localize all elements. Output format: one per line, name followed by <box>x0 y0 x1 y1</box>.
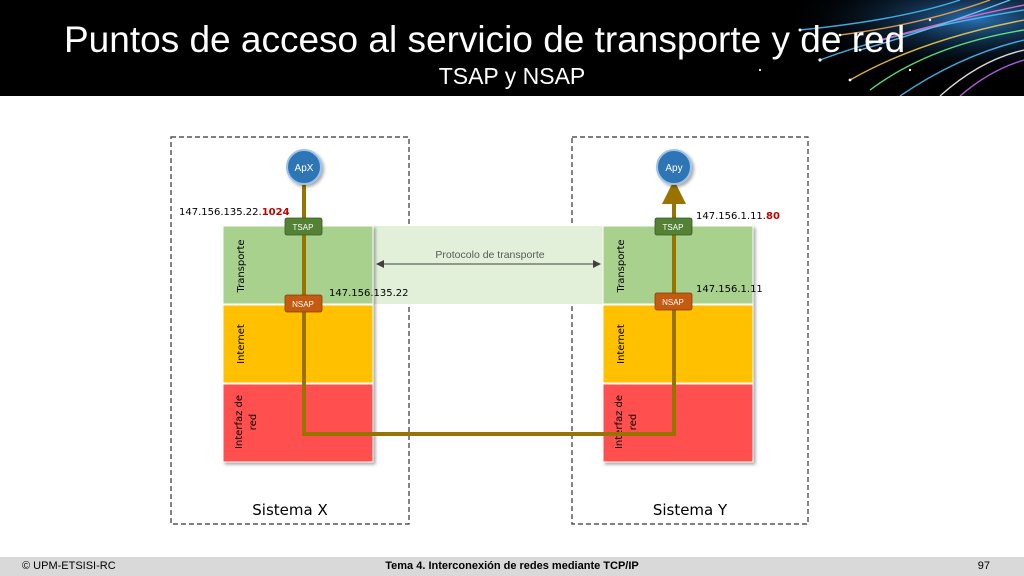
system-y-network-label-2: red <box>628 414 639 430</box>
system-x-tsap-address: 147.156.135.22.1024 <box>179 207 290 218</box>
system-x-label: Sistema X <box>252 501 327 519</box>
slide-subtitle: TSAP y NSAP <box>438 63 586 89</box>
system-y-tsap-box <box>654 217 693 236</box>
header-banner: Puntos de acceso al servicio de transpor… <box>0 0 1024 96</box>
system-x-app-circle <box>286 149 322 185</box>
system-x-internet-layer <box>222 304 374 384</box>
system-x-nsap-box <box>284 294 323 313</box>
system-y-tsap-port: 80 <box>766 211 780 222</box>
system-x-internet-label: Internet <box>236 324 247 364</box>
system-x-network-layer <box>222 383 374 463</box>
system-x-transport-label: Transporte <box>236 239 247 293</box>
system-y-tsap-address-prefix: 147.156.1.11. <box>696 211 766 222</box>
system-x-tsap-address-prefix: 147.156.135.22. <box>179 207 262 218</box>
system-x-tsap-box <box>284 217 323 236</box>
system-x-app-label: ApX <box>295 163 314 174</box>
footer-copyright: © UPM-ETSISI-RC <box>22 560 116 572</box>
system-x-stack <box>222 225 374 463</box>
system-y-network-label-1: Interfaz de <box>614 395 625 449</box>
footer-bar: © UPM-ETSISI-RC Tema 4. Interconexión de… <box>0 557 1024 576</box>
system-y-stack <box>602 225 754 463</box>
system-y-nsap-box <box>654 292 693 311</box>
system-x-transport-layer <box>222 225 374 305</box>
system-x-nsap-label: NSAP <box>292 300 314 309</box>
system-y-tsap-label: TSAP <box>663 223 684 232</box>
page-number: 97 <box>977 560 990 572</box>
system-y-nsap-label: NSAP <box>662 298 684 307</box>
system-y-network-layer <box>602 383 754 463</box>
system-y-app-label: Apy <box>665 163 682 174</box>
fiber-optic-image <box>700 0 1024 96</box>
system-y-transport-label: Transporte <box>616 239 627 293</box>
system-x-boundary <box>170 136 410 525</box>
slide-title: Puntos de acceso al servicio de transpor… <box>64 19 906 60</box>
footer-topic: Tema 4. Interconexión de redes mediante … <box>385 560 639 572</box>
system-x-network-label-2: red <box>248 414 259 430</box>
system-y-internet-label: Internet <box>616 324 627 364</box>
system-x-network-label-1: Interfaz de <box>234 395 245 449</box>
system-x-nsap-address: 147.156.135.22 <box>329 288 409 299</box>
protocol-label: Protocolo de transporte <box>435 249 544 261</box>
system-y-transport-layer <box>602 225 754 305</box>
system-y-internet-layer <box>602 304 754 384</box>
system-y-label: Sistema Y <box>653 501 728 519</box>
system-x-tsap-label: TSAP <box>293 223 314 232</box>
system-y-nsap-address: 147.156.1.11 <box>696 284 763 295</box>
system-x-tsap-port: 1024 <box>262 207 290 218</box>
system-y-boundary <box>571 136 809 525</box>
system-y-app-circle <box>656 149 692 185</box>
system-y-tsap-address: 147.156.1.11.80 <box>696 211 780 222</box>
